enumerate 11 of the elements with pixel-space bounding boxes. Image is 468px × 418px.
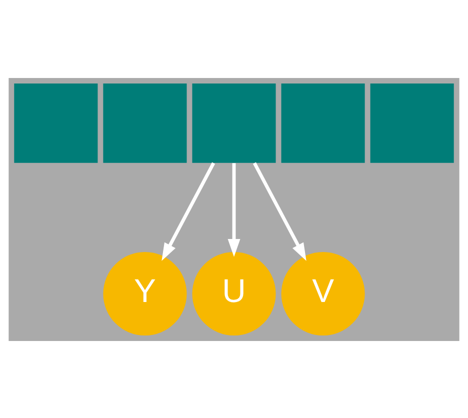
node-box — [370, 82, 454, 162]
node-circle: V — [281, 251, 365, 336]
node-box — [103, 82, 187, 162]
arrow — [252, 162, 306, 260]
node-box — [192, 82, 276, 162]
node-box — [14, 82, 98, 162]
node-circle: Y — [103, 251, 187, 336]
node-box — [281, 82, 365, 162]
arrow — [228, 162, 240, 256]
arrow — [162, 162, 216, 260]
node-circle: U — [192, 251, 276, 336]
